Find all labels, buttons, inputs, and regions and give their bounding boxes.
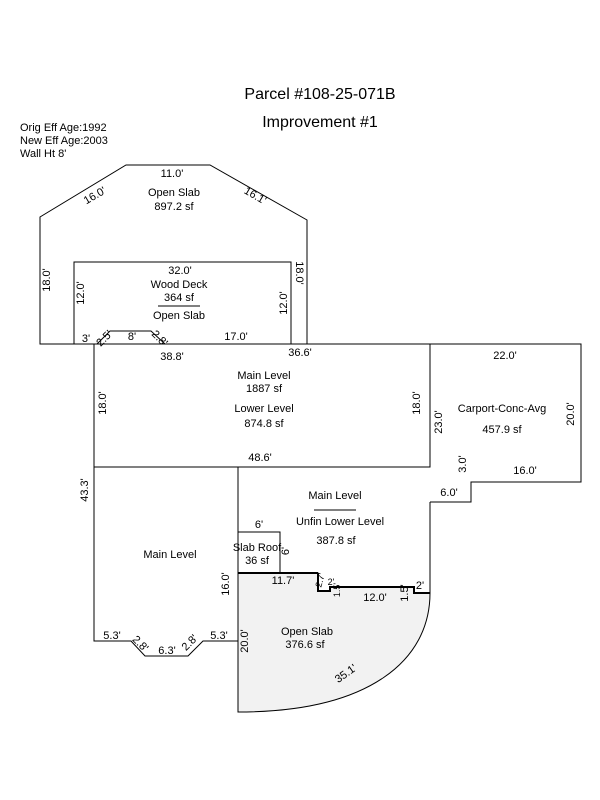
improvement-title: Improvement #1: [262, 114, 378, 131]
dim-43-3: 43.3': [79, 478, 91, 502]
dim-38-8: 38.8': [160, 351, 184, 363]
unfin-lower-outline: [237, 467, 431, 712]
dim-deck-12-left: 12.0': [75, 281, 87, 305]
dim-bay-5-3-right: 5.3': [210, 630, 227, 642]
dim-36-6: 36.6': [288, 347, 312, 359]
dim-48-6: 48.6': [248, 452, 272, 464]
wood-deck-area: 364 sf: [164, 292, 195, 304]
open-slab-bottom-name: Open Slab: [281, 626, 333, 638]
main-lower-left-name: Main Level: [143, 549, 196, 561]
parcel-title: Parcel #108-25-071B: [244, 86, 396, 103]
dim-8: 8': [128, 331, 136, 343]
orig-eff-age: Orig Eff Age:1992: [20, 122, 107, 134]
dim-main-18-left: 18.0': [97, 391, 109, 415]
main-upper-name: Main Level: [237, 370, 290, 382]
dim-carport-3: 3.0': [457, 455, 469, 472]
dim-2-7: 2.7': [313, 572, 326, 589]
main-upper-area: 1887 sf: [246, 383, 283, 395]
unfin-area: 387.8 sf: [316, 535, 356, 547]
dim-16-0: 16.0': [220, 572, 232, 596]
dim-deck-32: 32.0': [168, 265, 192, 277]
dim-diag-16-1: 16.1': [242, 185, 268, 207]
wood-deck-outline: [73, 261, 292, 344]
dim-bay-5-3-left: 5.3': [103, 630, 120, 642]
dim-12-0: 12.0': [363, 592, 387, 604]
wall-height: Wall Ht 8': [20, 148, 67, 160]
dim-bay-2-8-right: 2.8': [180, 633, 201, 654]
carport-outline: [430, 343, 582, 503]
main-upper-sub-area: 874.8 sf: [244, 418, 284, 430]
open-slab-top-area: 897.2 sf: [154, 201, 194, 213]
carport-name: Carport-Conc-Avg: [458, 403, 546, 415]
open-slab-bottom-area: 376.6 sf: [285, 639, 325, 651]
dim-main-18-right: 18.0': [411, 391, 423, 415]
dim-carport-22: 22.0': [493, 350, 517, 362]
unfin-sub: Unfin Lower Level: [296, 516, 384, 528]
slab-roof-name: Slab Roof: [233, 542, 282, 554]
dim-2-small: 2': [328, 577, 335, 587]
dim-carport-16: 16.0': [513, 465, 537, 477]
dim-3: 3': [82, 333, 90, 345]
carport-area: 457.9 sf: [482, 424, 522, 436]
unfin-notch: [317, 573, 430, 594]
dim-carport-20: 20.0': [565, 402, 577, 426]
wood-deck-sub: Open Slab: [153, 310, 205, 322]
new-eff-age: New Eff Age:2003: [20, 135, 108, 147]
dim-right-18-top: 18.0': [293, 261, 305, 285]
unfin-name: Main Level: [308, 490, 361, 502]
dim-slab-6-side: 6': [280, 547, 292, 555]
open-slab-top-name: Open Slab: [148, 187, 200, 199]
dim-bay-2-8-left: 2.8': [130, 634, 151, 655]
dim-left-18-top: 18.0': [41, 268, 53, 292]
wood-deck-name: Wood Deck: [151, 279, 208, 291]
dim-carport-6: 6.0': [440, 487, 457, 499]
dim-20-0: 20.0': [239, 629, 251, 653]
dim-1-5-b: 1.5': [399, 584, 411, 601]
main-level-lower-outline: [93, 467, 238, 657]
dim-deck-12-right: 12.0': [278, 291, 290, 315]
dim-17: 17.0': [224, 331, 248, 343]
main-upper-sub: Lower Level: [234, 403, 293, 415]
dim-carport-23: 23.0': [433, 410, 445, 434]
dim-1-5-a: 1.5': [332, 583, 342, 598]
dim-top-11: 11.0': [161, 168, 184, 180]
deck-bay-notch: [96, 330, 166, 345]
dim-slab-6-top: 6': [255, 519, 263, 531]
dim-bay-6-3: 6.3': [158, 645, 175, 657]
dim-diag-16-0: 16.0': [82, 185, 108, 207]
dim-2-right: 2': [416, 580, 424, 592]
slab-roof-area: 36 sf: [245, 555, 270, 567]
main-level-upper-outline: [93, 343, 431, 468]
dim-11-7: 11.7': [272, 575, 295, 587]
